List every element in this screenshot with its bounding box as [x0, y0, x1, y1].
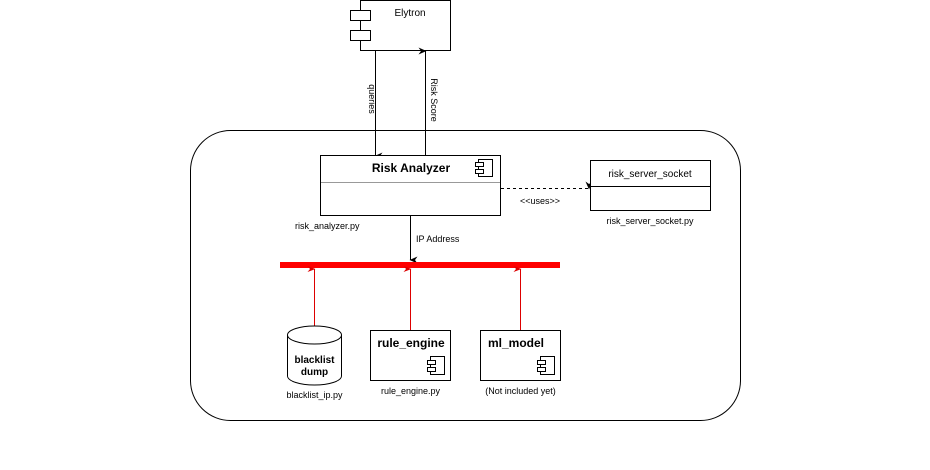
- component-icon: [537, 356, 555, 375]
- queries-label: queries: [367, 84, 377, 114]
- blacklist-label-line1: blacklist: [294, 355, 335, 366]
- ml-model-title: ml_model: [488, 336, 544, 350]
- risk-analyzer-title: Risk Analyzer: [372, 161, 451, 175]
- rule-engine-file: rule_engine.py: [381, 386, 441, 396]
- rule-engine-component[interactable]: rule_engine: [370, 330, 451, 381]
- risk-analyzer-component[interactable]: Risk Analyzer: [320, 155, 501, 216]
- component-icon: [475, 159, 493, 177]
- risk-server-socket-file: risk_server_socket.py: [606, 216, 694, 226]
- elytron-component[interactable]: Elytron: [350, 0, 451, 51]
- blacklist-label-line2: dump: [301, 367, 328, 378]
- risk-score-label: Risk Score: [429, 78, 439, 122]
- risk-analyzer-file: risk_analyzer.py: [295, 221, 360, 231]
- ml-model-note: (Not included yet): [485, 386, 556, 396]
- data-bus: [280, 262, 560, 268]
- component-port-icon: [350, 10, 371, 21]
- ip-address-label: IP Address: [416, 234, 460, 244]
- component-port-icon: [350, 30, 371, 41]
- blacklist-file: blacklist_ip.py: [286, 390, 343, 400]
- risk-server-socket-title: risk_server_socket: [608, 169, 692, 180]
- component-icon: [427, 356, 445, 375]
- risk-server-socket-class[interactable]: risk_server_socket: [590, 160, 711, 211]
- uses-label: <<uses>>: [520, 196, 560, 206]
- rule-engine-title: rule_engine: [377, 336, 445, 350]
- blacklist-database[interactable]: blacklist dump: [287, 325, 342, 386]
- ml-model-component[interactable]: ml_model: [480, 330, 561, 381]
- elytron-label: Elytron: [394, 8, 425, 19]
